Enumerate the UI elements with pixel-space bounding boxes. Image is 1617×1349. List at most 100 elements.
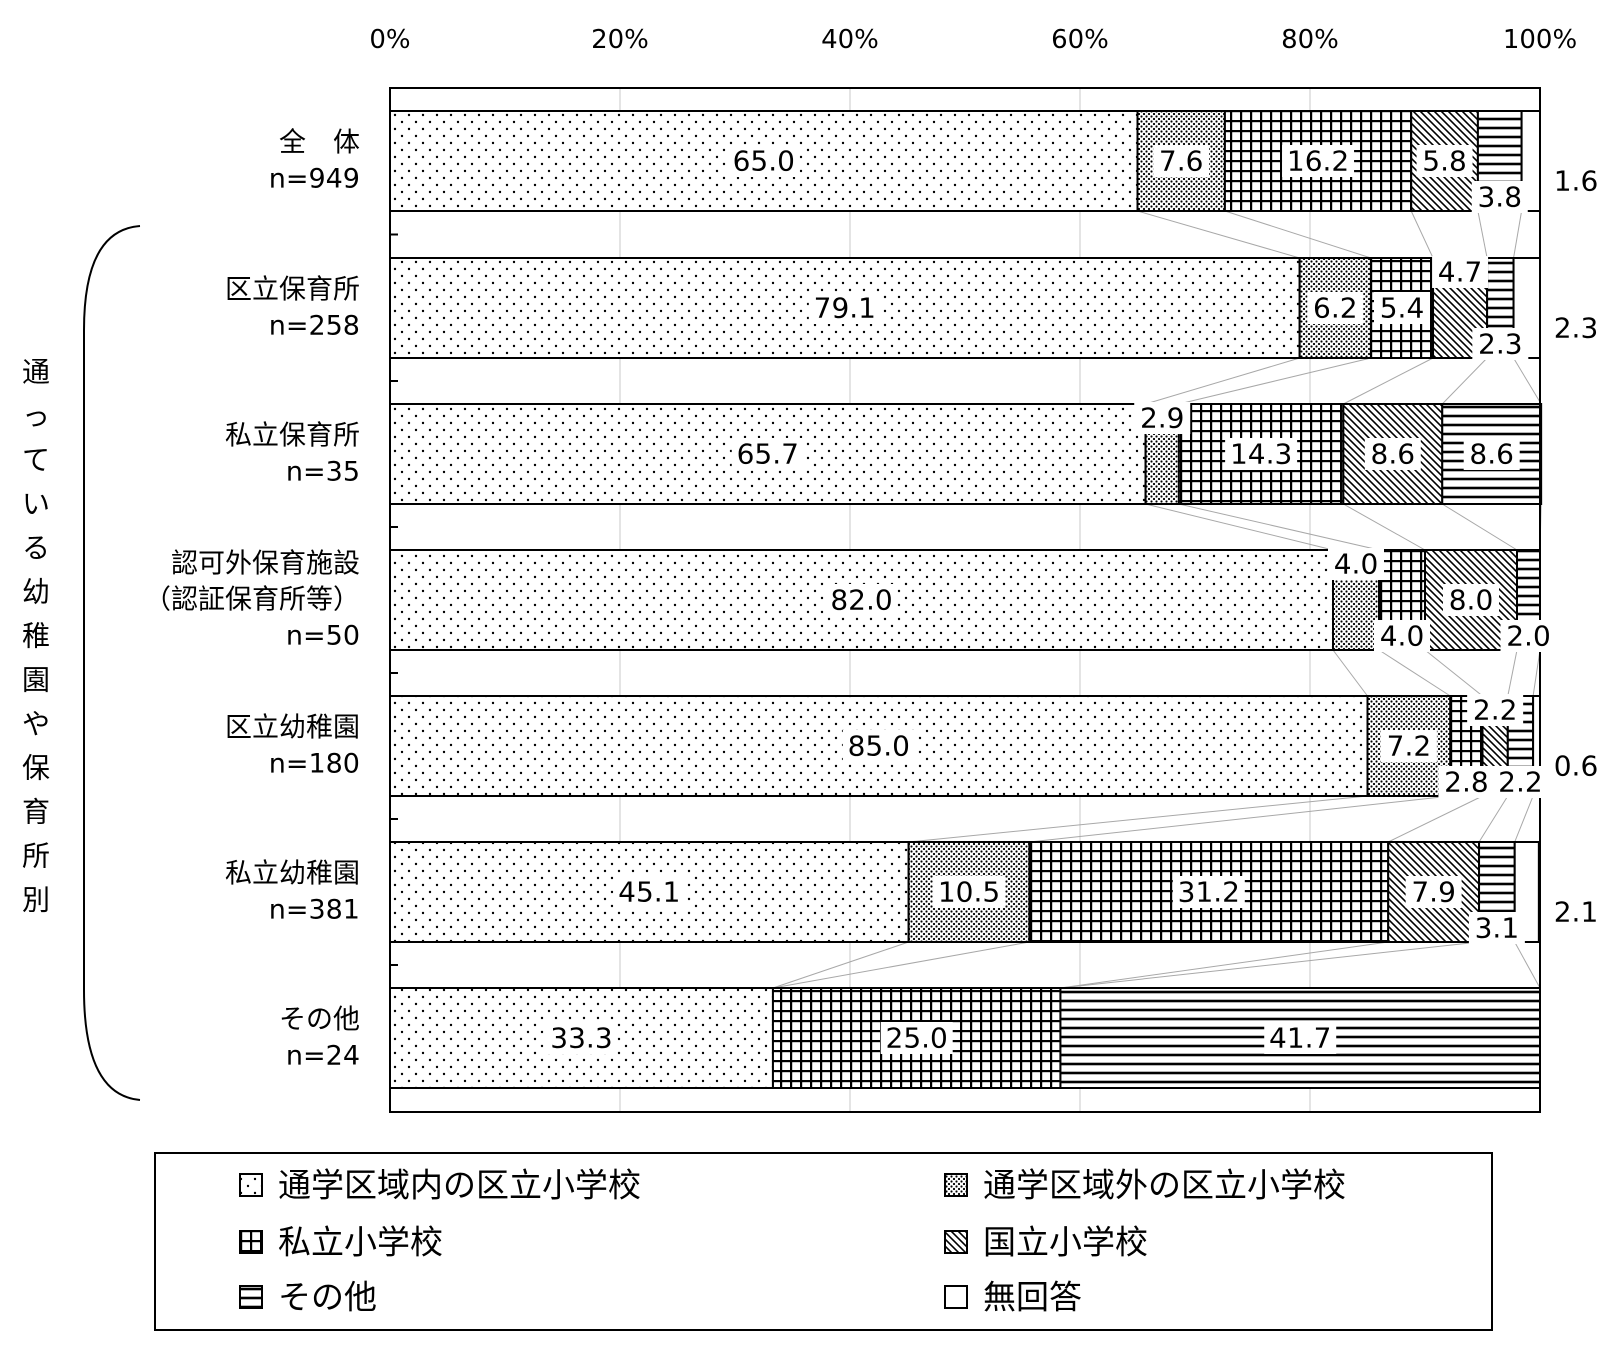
group-label-char: 園 bbox=[22, 664, 50, 697]
value-label-bg bbox=[808, 292, 881, 324]
connector-line bbox=[1060, 941, 1389, 989]
group-label-char: 別 bbox=[22, 884, 50, 917]
legend-swatch bbox=[239, 1230, 263, 1254]
connector-line bbox=[1513, 357, 1542, 405]
group-label-char: 育 bbox=[22, 796, 50, 829]
value-label-bg bbox=[1307, 292, 1364, 324]
connector-line bbox=[1477, 210, 1488, 259]
legend-swatch bbox=[944, 1285, 968, 1309]
group-label-char: 幼 bbox=[22, 576, 50, 609]
category-label: n=381 bbox=[269, 895, 360, 926]
value-label-bg bbox=[1153, 145, 1210, 177]
value-label: 0.6 bbox=[1554, 750, 1599, 783]
group-label-char: て bbox=[22, 444, 50, 477]
value-label: 82.0 bbox=[830, 584, 892, 617]
connector-line bbox=[1178, 357, 1372, 405]
value-label: 2.1 bbox=[1554, 896, 1599, 929]
value-label-bg bbox=[1548, 750, 1604, 782]
legend: 通学区域内の区立小学校通学区域外の区立小学校私立小学校国立小学校その他無回答 bbox=[154, 1152, 1493, 1331]
value-label: 8.0 bbox=[1449, 584, 1494, 617]
category-label: n=50 bbox=[286, 621, 360, 652]
category-label: （認証保育所等） bbox=[144, 585, 360, 616]
value-label: 8.6 bbox=[1371, 438, 1416, 471]
connector-line bbox=[1137, 210, 1300, 259]
value-label-bg bbox=[1438, 766, 1495, 798]
value-label: 2.9 bbox=[1140, 402, 1185, 435]
value-label-bg bbox=[1548, 165, 1604, 197]
value-label: 85.0 bbox=[848, 730, 910, 763]
value-label: 65.0 bbox=[733, 145, 795, 178]
connector-line bbox=[1424, 649, 1483, 697]
group-label-char: 所 bbox=[22, 840, 50, 873]
connector-line bbox=[1145, 503, 1334, 551]
value-label: 4.7 bbox=[1438, 256, 1483, 289]
value-label: 41.7 bbox=[1269, 1022, 1331, 1055]
connector-line bbox=[1378, 649, 1451, 697]
category-label: 区立幼稚園 bbox=[225, 713, 360, 744]
value-label: 7.2 bbox=[1387, 730, 1432, 763]
category-label: 認可外保育施設 bbox=[171, 549, 360, 580]
x-tick-label: 40% bbox=[821, 25, 879, 55]
value-label-bg bbox=[1264, 1022, 1337, 1054]
axes bbox=[83, 87, 1541, 1113]
value-label-bg bbox=[1432, 256, 1489, 288]
connector-line bbox=[1410, 210, 1434, 259]
connector-line bbox=[1532, 649, 1541, 697]
x-tick-label: 0% bbox=[369, 25, 410, 55]
category-label: n=180 bbox=[269, 749, 360, 780]
connector-line bbox=[1145, 357, 1300, 405]
value-label-bg bbox=[1364, 438, 1421, 470]
connector-line bbox=[1513, 210, 1523, 259]
connector-line bbox=[1441, 503, 1518, 551]
value-label-bg bbox=[1172, 876, 1245, 908]
connector-line bbox=[1478, 795, 1509, 843]
value-label: 7.6 bbox=[1159, 145, 1204, 178]
value-label: 45.1 bbox=[618, 876, 680, 909]
value-label-bg bbox=[1405, 876, 1462, 908]
value-label: 3.1 bbox=[1475, 912, 1520, 945]
value-label-bg bbox=[1548, 312, 1604, 344]
value-label: 16.2 bbox=[1287, 145, 1349, 178]
category-label: n=258 bbox=[269, 311, 360, 342]
category-label: n=35 bbox=[286, 457, 360, 488]
connector-line bbox=[1514, 941, 1541, 989]
value-label-bg bbox=[545, 1022, 618, 1054]
group-label-char: っ bbox=[22, 400, 50, 433]
value-label: 2.0 bbox=[1506, 620, 1551, 653]
connector-line bbox=[772, 941, 1030, 989]
value-label-bg bbox=[1374, 620, 1430, 652]
value-label-bg bbox=[727, 145, 800, 177]
value-label: 14.3 bbox=[1230, 438, 1292, 471]
bar-segment bbox=[1223, 110, 1413, 212]
value-label: 3.8 bbox=[1477, 181, 1522, 214]
legend-label: 通学区域外の区立小学校 bbox=[983, 1166, 1346, 1205]
value-label: 33.3 bbox=[550, 1022, 612, 1055]
connector-line bbox=[1441, 357, 1488, 405]
legend-swatch bbox=[944, 1230, 968, 1254]
value-label-bg bbox=[1471, 181, 1528, 213]
value-label-bg bbox=[1463, 438, 1520, 470]
value-label: 5.4 bbox=[1380, 292, 1425, 325]
connector-line bbox=[1178, 503, 1380, 551]
value-label-bg bbox=[1328, 548, 1384, 580]
value-label-bg bbox=[731, 438, 804, 470]
legend-label: 通学区域内の区立小学校 bbox=[278, 1166, 641, 1205]
category-label: 私立保育所 bbox=[225, 421, 360, 452]
group-label-char: や bbox=[22, 708, 50, 741]
value-label: 2.2 bbox=[1498, 766, 1543, 799]
value-label: 2.3 bbox=[1478, 328, 1523, 361]
legend-swatch bbox=[239, 1285, 263, 1309]
group-label-char: る bbox=[22, 532, 50, 565]
group-label-char: 稚 bbox=[22, 620, 50, 653]
legend-label: 国立小学校 bbox=[983, 1223, 1148, 1262]
x-tick-label: 100% bbox=[1503, 25, 1577, 55]
value-label-bg bbox=[1416, 145, 1473, 177]
value-label-bg bbox=[1134, 402, 1191, 434]
connector-line bbox=[1343, 503, 1426, 551]
value-label: 10.5 bbox=[938, 876, 1000, 909]
value-label: 8.6 bbox=[1469, 438, 1514, 471]
legend-box bbox=[154, 1152, 1493, 1331]
connector-line bbox=[1332, 649, 1368, 697]
value-label-bg bbox=[1492, 766, 1549, 798]
